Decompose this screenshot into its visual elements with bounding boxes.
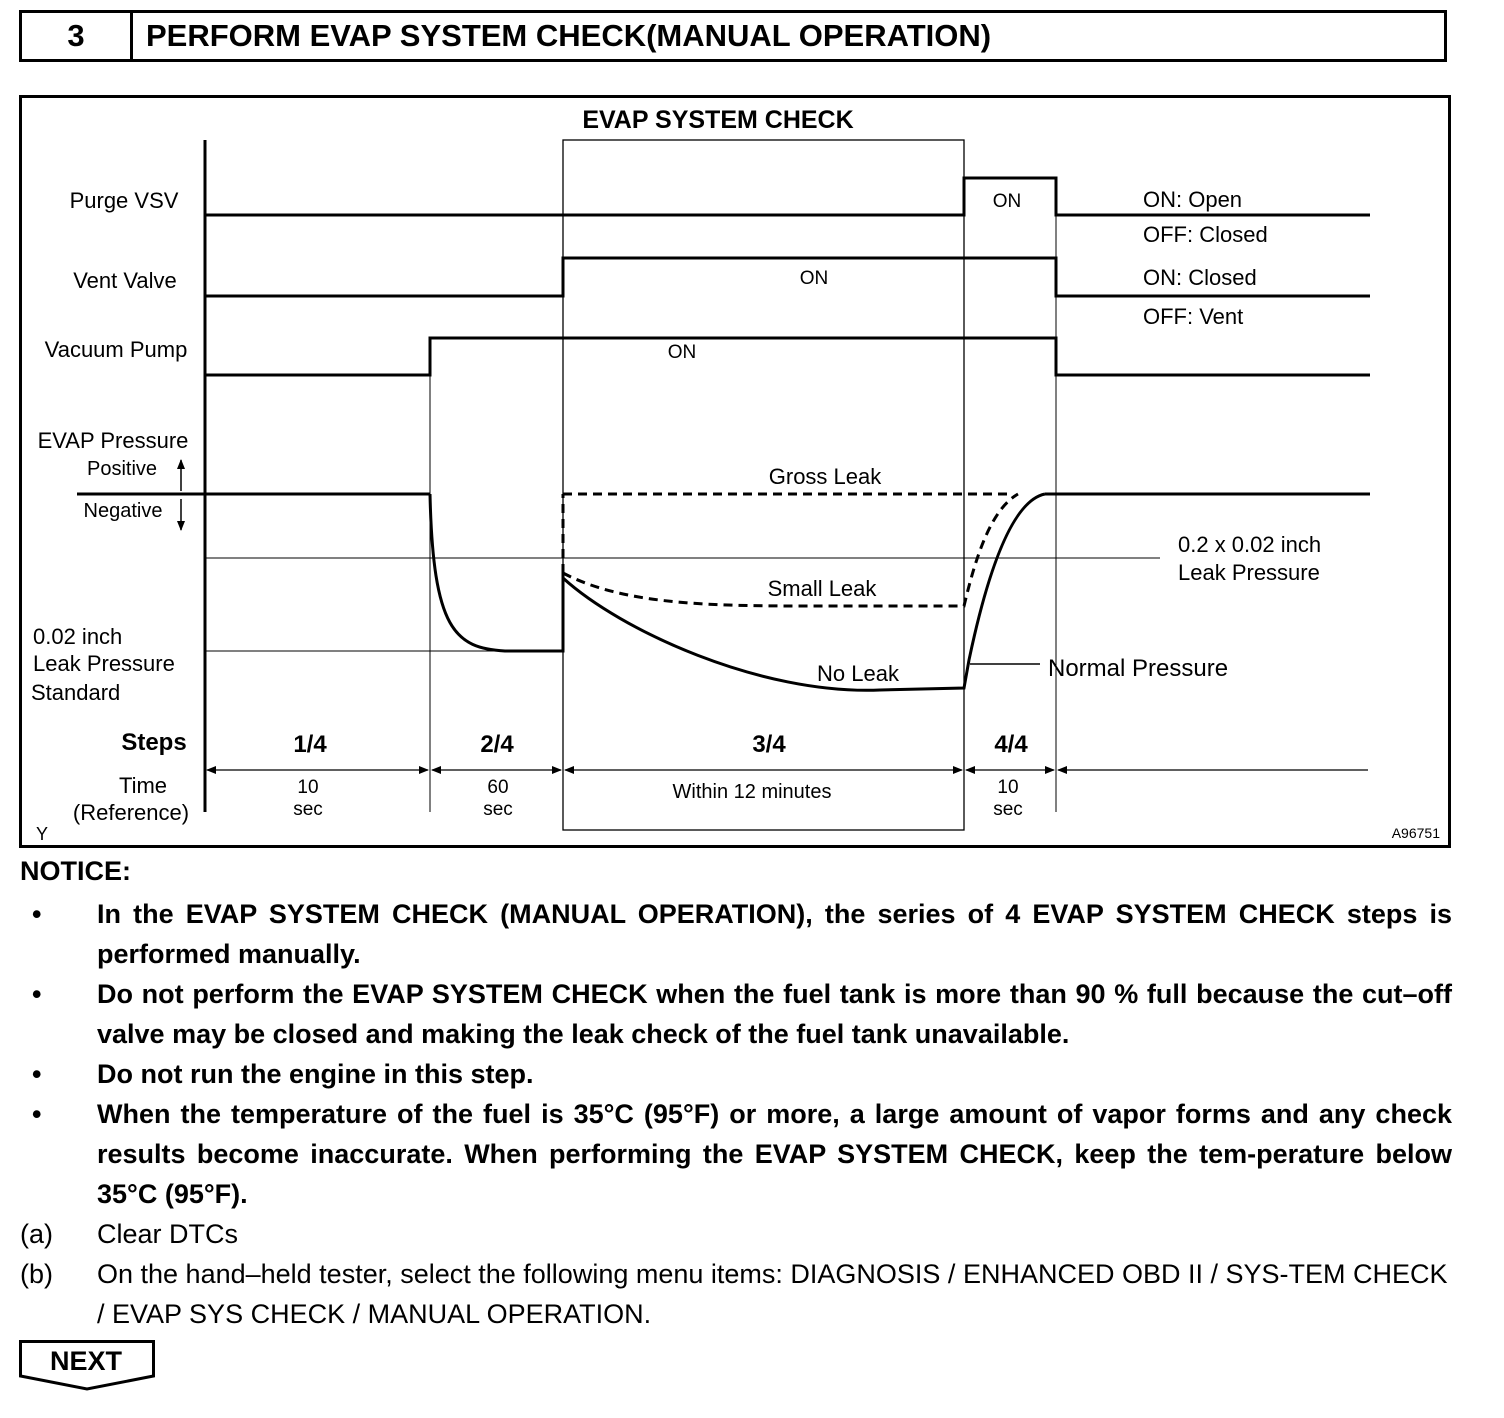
vent-on-state: ON: Closed xyxy=(1143,265,1257,290)
positive-label: Positive xyxy=(87,458,157,480)
no-leak-label: No Leak xyxy=(817,661,900,686)
vacuum-pump-signal xyxy=(205,336,1370,377)
procedure-step: (a) Clear DTCs xyxy=(20,1214,1452,1254)
steps-label: Steps xyxy=(121,729,186,756)
leak-ref-text-1: 0.2 x 0.02 inch xyxy=(1178,532,1321,557)
step-2-label: 2/4 xyxy=(480,731,514,758)
notice-text: Do not run the engine in this step. xyxy=(97,1059,534,1089)
step-4-label: 4/4 xyxy=(994,731,1028,758)
notice-text: In the EVAP SYSTEM CHECK (MANUAL OPERATI… xyxy=(97,899,1452,969)
purge-on-label: ON xyxy=(993,191,1022,212)
standard-text-1: 0.02 inch xyxy=(33,624,122,649)
figure-id: A96751 xyxy=(1392,825,1440,841)
vent-valve-signal xyxy=(205,256,1370,298)
notice-text: When the temperature of the fuel is 35°C… xyxy=(97,1099,1452,1209)
purge-off-state: OFF: Closed xyxy=(1143,222,1268,247)
step-text: Clear DTCs xyxy=(97,1219,239,1249)
evap-timing-diagram: EVAP SYSTEM CHECK Purge VSV ON ON: Open … xyxy=(19,95,1451,848)
pump-on-label: ON xyxy=(668,342,697,363)
purge-on-state: ON: Open xyxy=(1143,187,1242,212)
small-leak-curve xyxy=(562,492,1019,608)
step-text: On the hand–held tester, select the foll… xyxy=(97,1259,1448,1329)
negative-label: Negative xyxy=(84,500,163,522)
no-leak-curve xyxy=(561,492,1046,692)
procedure-step: (b) On the hand–held tester, select the … xyxy=(20,1254,1452,1334)
standard-text-2: Leak Pressure xyxy=(33,651,175,676)
time-3-label: Within 12 minutes xyxy=(673,781,832,803)
time-1-unit: sec xyxy=(293,799,323,820)
step3-frame xyxy=(562,139,965,831)
purge-vsv-label: Purge VSV xyxy=(70,188,179,213)
time-label: Time xyxy=(119,773,167,798)
normal-pressure-label: Normal Pressure xyxy=(1048,655,1228,682)
notice-list: • In the EVAP SYSTEM CHECK (MANUAL OPERA… xyxy=(20,894,1452,1334)
purge-vsv-signal xyxy=(205,176,1370,217)
notice-item: • Do not run the engine in this step. xyxy=(20,1054,1452,1094)
step-1-label: 1/4 xyxy=(293,731,327,758)
bullet-mark: • xyxy=(32,1059,42,1089)
bullet-mark: • xyxy=(32,899,42,929)
time-4-value: 10 xyxy=(997,777,1018,798)
bullet-mark: • xyxy=(32,979,42,1009)
step-header: 3 PERFORM EVAP SYSTEM CHECK(MANUAL OPERA… xyxy=(19,10,1447,62)
time-2-unit: sec xyxy=(483,799,513,820)
vent-off-state: OFF: Vent xyxy=(1143,304,1243,329)
time-1-value: 10 xyxy=(297,777,318,798)
evap-pressure-label: EVAP Pressure xyxy=(38,428,189,453)
next-button[interactable]: NEXT xyxy=(19,1340,156,1392)
small-leak-label: Small Leak xyxy=(768,576,878,601)
standard-text-3: Standard xyxy=(31,680,120,705)
vent-on-label: ON xyxy=(800,268,829,289)
notice-item: • When the temperature of the fuel is 35… xyxy=(20,1094,1452,1214)
next-button-shape xyxy=(19,1340,155,1391)
step-number: 3 xyxy=(22,13,133,59)
next-button-label: NEXT xyxy=(49,1346,122,1376)
diagram-title: EVAP SYSTEM CHECK xyxy=(582,106,853,134)
time-2-value: 60 xyxy=(487,777,508,798)
notice-item: • In the EVAP SYSTEM CHECK (MANUAL OPERA… xyxy=(20,894,1452,974)
step-marker: (b) xyxy=(20,1259,53,1289)
time-reference-label: (Reference) xyxy=(73,800,189,825)
gross-leak-label: Gross Leak xyxy=(769,464,882,489)
vent-valve-label: Vent Valve xyxy=(73,268,177,293)
step-title: PERFORM EVAP SYSTEM CHECK(MANUAL OPERATI… xyxy=(146,18,992,53)
leak-ref-text-2: Leak Pressure xyxy=(1178,560,1320,585)
time-4-unit: sec xyxy=(993,799,1023,820)
step-3-label: 3/4 xyxy=(752,731,786,758)
notice-text: Do not perform the EVAP SYSTEM CHECK whe… xyxy=(97,979,1452,1049)
bullet-mark: • xyxy=(32,1099,42,1129)
corner-letter: Y xyxy=(36,824,48,844)
vacuum-pump-label: Vacuum Pump xyxy=(45,337,188,362)
notice-title: NOTICE: xyxy=(20,856,131,886)
pump-down-curve xyxy=(428,493,565,653)
notice-item: • Do not perform the EVAP SYSTEM CHECK w… xyxy=(20,974,1452,1054)
step-marker: (a) xyxy=(20,1219,53,1249)
